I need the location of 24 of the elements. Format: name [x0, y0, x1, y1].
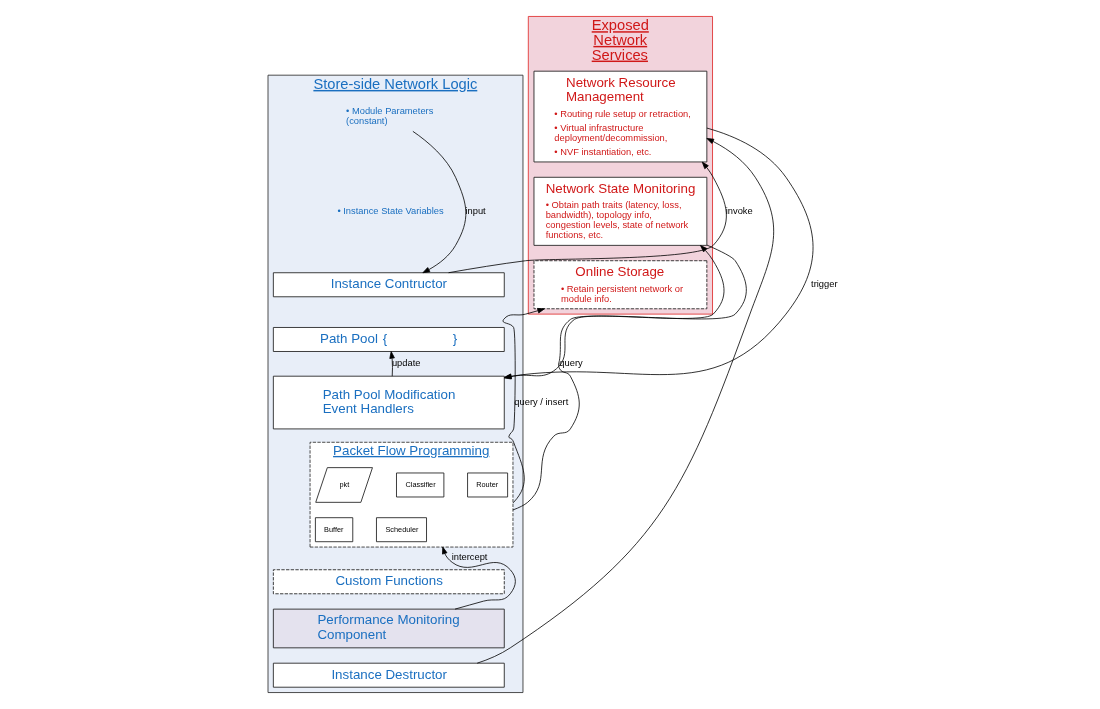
edge-label: invoke: [725, 205, 753, 216]
node-box: Instance Contructor: [272, 272, 505, 298]
node-box: Instance Destructor: [272, 662, 505, 688]
node-box: Buffer: [314, 517, 354, 543]
node-box: Scheduler: [376, 517, 427, 543]
node-box: Network State Monitoring • Obtain path traits (latency, loss, bandwidth), topology info, congestion levels, state of network functions, etc.: [533, 176, 708, 246]
arrow: [412, 130, 467, 274]
node-box: Network Resource Management • Routing rule setup or retraction, • Virtual infrastructure deployment/decommission, • NVF instantiation, etc.: [533, 70, 708, 163]
node-box: Router: [467, 472, 509, 498]
edge-label: query / insert: [514, 397, 569, 408]
node-box: Path Pool { }: [272, 327, 505, 352]
arrow: [448, 161, 727, 274]
node-box: Path Pool Modification Event Handlers: [272, 375, 505, 430]
edge-label: input: [465, 205, 486, 216]
node-box: Online Storage • Retain persistent network or module info.: [533, 260, 708, 310]
arrow: [512, 245, 725, 511]
edge-label: trigger: [811, 279, 838, 290]
node-text: • Module Parameters (constant): [346, 106, 434, 127]
edge-label: intercept: [451, 551, 488, 562]
edge-label: query: [559, 358, 583, 369]
node-text: • Instance State Variables: [337, 206, 444, 217]
node-box: Performance Monitoring Component: [272, 608, 505, 649]
node-box: Custom Functions: [272, 569, 505, 595]
node-box: Classifier: [396, 472, 445, 498]
